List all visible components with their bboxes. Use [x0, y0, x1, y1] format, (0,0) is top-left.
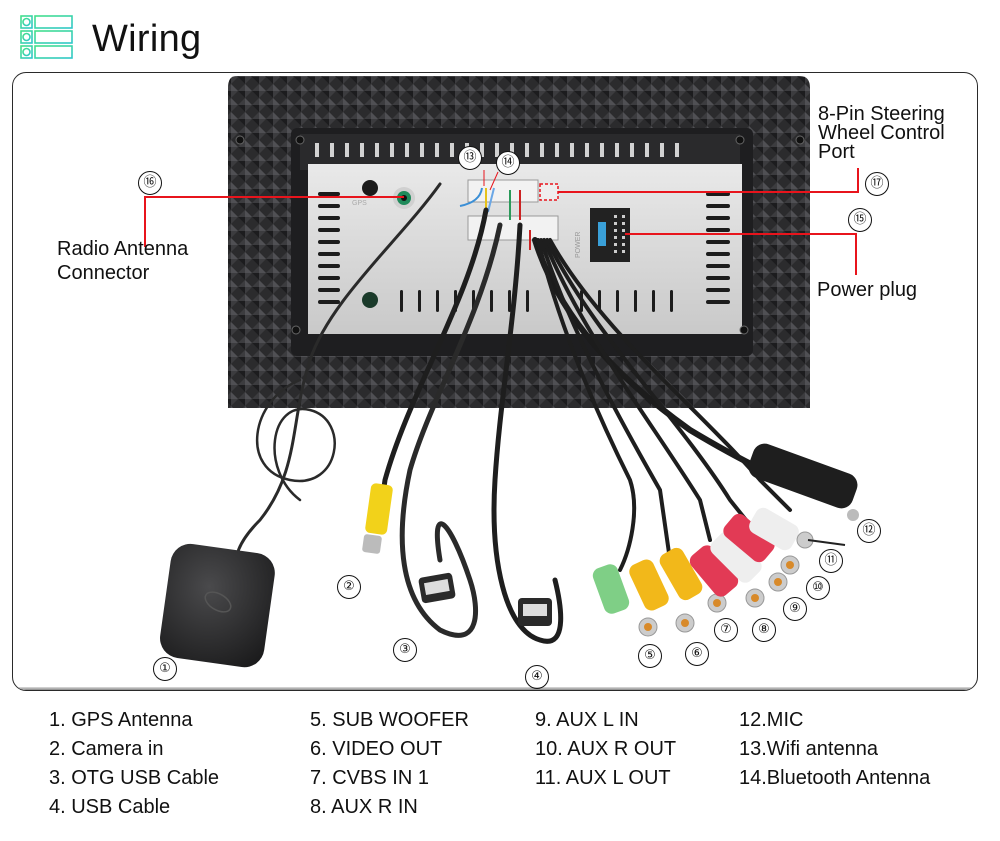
legend-item: 3. OTG USB Cable [49, 767, 220, 789]
callout-17: ⑰ [865, 172, 889, 196]
callout-5: ⑤ [638, 644, 662, 668]
callout-15: ⑮ [848, 208, 872, 232]
legend-item: 10. AUX R OUT [535, 738, 677, 760]
legend-item: 5. SUB WOOFER [310, 709, 469, 731]
list-icon [20, 15, 73, 59]
callout-2: ② [337, 575, 361, 599]
steering-port-label-line3: Port [818, 141, 855, 163]
legend-column-1: 1. GPS Antenna 2. Camera in 3. OTG USB C… [49, 706, 219, 822]
legend-item: 13.Wifi antenna [739, 738, 878, 760]
mic-jack [748, 443, 859, 521]
radio-antenna-label-line2: Connector [57, 262, 150, 284]
power-port-label: POWER [575, 232, 582, 258]
legend-item: 11. AUX L OUT [535, 767, 671, 789]
callout-6: ⑥ [685, 642, 709, 666]
legend-item: 7. CVBS IN 1 [310, 767, 429, 789]
power-plug-label: Power plug [817, 279, 918, 301]
callout-13: ⑬ [458, 146, 482, 170]
callout-14: ⑭ [496, 151, 520, 175]
callout-4: ④ [525, 665, 549, 689]
callout-11: ⑪ [819, 549, 843, 573]
camera-rca-connector [362, 483, 393, 554]
callout-8: ⑧ [752, 618, 776, 642]
legend-item: 6. VIDEO OUT [310, 738, 443, 760]
legend-item: 9. AUX L IN [535, 709, 639, 731]
gps-antenna [160, 543, 275, 668]
steering-port-label-line2: Wheel Control [818, 122, 945, 144]
callout-9: ⑨ [783, 597, 807, 621]
legend-column-3: 9. AUX L IN 10. AUX R OUT 11. AUX L OUT [535, 706, 676, 793]
callout-10: ⑩ [806, 576, 830, 600]
gps-port-label: GPS [352, 200, 367, 207]
callout-1: ① [153, 657, 177, 681]
legend-column-2: 5. SUB WOOFER 6. VIDEO OUT 7. CVBS IN 1 … [310, 706, 469, 822]
legend-item: 1. GPS Antenna [49, 709, 193, 731]
legend-item: 2. Camera in [49, 738, 164, 760]
radio-antenna-label-line1: Radio Antenna [57, 238, 189, 260]
legend-item: 4. USB Cable [49, 796, 171, 818]
steering-port-label-line1: 8-Pin Steering [818, 103, 945, 125]
callout-12: ⑫ [857, 519, 881, 543]
callout-16: ⑯ [138, 171, 162, 195]
page-title: Wiring [92, 18, 202, 60]
otg-usb-connector [418, 572, 456, 604]
usb-connector [518, 598, 552, 626]
legend-item: 12.MIC [739, 709, 804, 731]
callout-3: ③ [393, 638, 417, 662]
callout-7: ⑦ [714, 618, 738, 642]
legend-column-4: 12.MIC 13.Wifi antenna 14.Bluetooth Ante… [739, 706, 930, 793]
legend-item: 14.Bluetooth Antenna [739, 767, 931, 789]
cables [234, 182, 823, 644]
callout-lines [144, 168, 859, 275]
rca-plugs [592, 507, 846, 637]
legend-item: 8. AUX R IN [310, 796, 418, 818]
